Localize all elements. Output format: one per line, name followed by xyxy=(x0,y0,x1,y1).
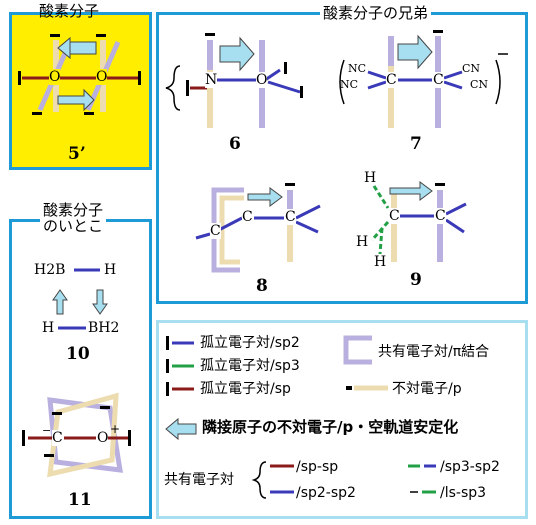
oxygen-panel xyxy=(9,12,152,170)
oxygen-atom-right: O xyxy=(96,69,108,85)
molecule-8-atom-c2: C xyxy=(242,209,253,225)
legend-lone-sp: 孤立電子対/sp xyxy=(200,381,291,397)
legend-panel xyxy=(156,320,528,519)
oxygen-panel-title: 酸素分子 xyxy=(39,2,100,20)
molecule-8-atom-c3: C xyxy=(285,209,296,225)
molecule-label-9: 9 xyxy=(410,270,422,290)
molecule-label-5: 5’ xyxy=(68,144,86,164)
molecule-11-atom-c: C xyxy=(52,430,63,446)
molecule-8-atom-c1: C xyxy=(210,223,221,239)
molecule-7-atom-c-left: C xyxy=(386,72,397,88)
molecule-7-cn-bottom: CN xyxy=(470,78,489,91)
oxygen-atom-left: O xyxy=(49,69,61,85)
legend-lone-sp3: 孤立電子対/sp3 xyxy=(200,358,300,374)
cousins-panel-title-line2: のいとこ xyxy=(40,217,107,235)
legend-stabilization: 隣接原子の不対電子/p・空軌道安定化 xyxy=(202,418,459,436)
legend-sp2-sp2: /sp2-sp2 xyxy=(296,485,356,501)
siblings-panel-title: 酸素分子の兄弟 xyxy=(320,4,432,22)
molecule-label-11: 11 xyxy=(68,490,92,510)
molecule-11-charge-plus: + xyxy=(110,422,121,436)
molecule-label-10: 10 xyxy=(66,344,90,364)
legend-shared-pi: 共有電子対/π結合 xyxy=(378,344,490,360)
molecule-label-7: 7 xyxy=(410,134,422,154)
molecule-6-atom-o: O xyxy=(256,72,268,88)
legend-lone-sp2: 孤立電子対/sp2 xyxy=(200,335,300,351)
molecule-10-bh2: BH2 xyxy=(88,320,120,336)
molecule-11-atom-o: O xyxy=(97,430,109,446)
molecule-label-8: 8 xyxy=(256,276,268,296)
molecule-10-h-right: H xyxy=(104,262,117,278)
molecule-7-nc-top: NC xyxy=(348,62,367,75)
legend-unpaired-p: 不対電子/p xyxy=(392,381,462,397)
legend-shared-pair: 共有電子対 xyxy=(164,472,234,488)
molecule-9-atom-c-left: C xyxy=(389,208,400,224)
molecule-7-nc-bottom: NC xyxy=(340,78,359,91)
molecule-label-6: 6 xyxy=(229,134,241,154)
molecule-7-atom-c-right: C xyxy=(433,72,444,88)
molecule-9-atom-h-bottom: H xyxy=(374,254,387,270)
molecule-6-atom-n: N xyxy=(205,72,218,88)
molecule-9-atom-h-top: H xyxy=(364,170,377,186)
cousins-panel-title-line1: 酸素分子 xyxy=(40,201,107,219)
legend-ls-sp3: /ls-sp3 xyxy=(440,485,487,501)
molecule-11-charge-minus: − xyxy=(42,424,52,437)
molecule-10-h-left: H xyxy=(42,320,55,336)
molecule-9-atom-c-right: C xyxy=(435,208,446,224)
molecule-10-h2b: H2B xyxy=(34,262,66,278)
legend-sp-sp: /sp-sp xyxy=(296,459,339,475)
molecule-7-cn-top: CN xyxy=(462,62,481,75)
molecule-9-atom-h-left: H xyxy=(356,234,369,250)
legend-sp3-sp2: /sp3-sp2 xyxy=(440,459,500,475)
